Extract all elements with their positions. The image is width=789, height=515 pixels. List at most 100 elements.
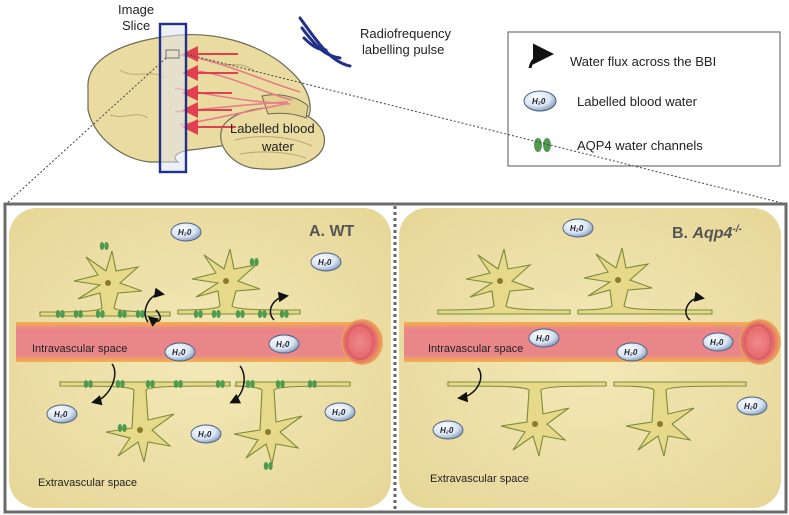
h2o-label: H₂0	[198, 430, 212, 439]
aqp4-channel	[55, 310, 65, 318]
astrocyte	[577, 247, 713, 315]
astrocyte	[437, 248, 571, 315]
h2o-molecule: H₂0	[562, 218, 594, 238]
aqp4-channel	[249, 258, 259, 266]
legend: Water flux across the BBI H₂0 Labelled b…	[507, 31, 781, 167]
astrocyte	[233, 381, 351, 465]
water-flux-arrow-icon	[528, 43, 554, 69]
image-slice	[158, 22, 188, 174]
h2o-molecule: H₂0	[268, 334, 300, 354]
aqp4-channel	[99, 242, 109, 250]
zoom-lines	[5, 53, 787, 205]
astrocyte	[59, 381, 231, 463]
panel-a-intravascular: Intravascular space	[32, 343, 127, 355]
panels-frame	[3, 202, 788, 514]
aqp4-channel	[117, 310, 127, 318]
panel-b-title-sup: -/-	[732, 224, 742, 235]
h2o-molecule: H₂0	[170, 222, 202, 242]
h2o-label: H₂0	[332, 408, 346, 417]
h2o-molecule: H₂0	[310, 252, 342, 272]
h2o-label: H₂0	[624, 348, 638, 357]
panel-b-aqp4-ko	[399, 208, 781, 508]
aqp4-channel	[135, 310, 145, 318]
aqp4-channel	[145, 380, 155, 388]
h2o-label: H₂0	[744, 402, 758, 411]
aqp4-channel	[245, 380, 255, 388]
vessel-b	[404, 322, 756, 362]
astrocyte	[613, 381, 747, 457]
h2o-molecule: H₂0	[190, 424, 222, 444]
nucleus	[265, 429, 271, 435]
h2o-label: H₂0	[570, 224, 584, 233]
nucleus	[497, 278, 503, 284]
image-slice-label-2: Slice	[122, 18, 150, 33]
h2o-molecule: H₂0	[702, 332, 734, 352]
h2o-molecule: H₂0	[46, 404, 78, 424]
aqp4-channel	[115, 380, 125, 388]
flux-arrow	[91, 363, 116, 406]
panel-a-title: A. WT	[309, 223, 355, 240]
labelled-blood-label-1: Labelled blood	[230, 121, 315, 136]
legend-aqp4: AQP4 water channels	[577, 138, 703, 153]
aqp4-channel	[173, 380, 183, 388]
aqp4-channel	[73, 310, 83, 318]
labelling-arrows	[182, 46, 238, 135]
panel-b-title-gene: Aqp4	[691, 225, 732, 242]
image-slice-label-1: Image	[118, 2, 154, 17]
aqp4-channel	[117, 424, 127, 432]
flux-arrow	[144, 287, 165, 323]
flux-arrow	[147, 309, 161, 327]
nucleus	[615, 277, 621, 283]
water-flux-arrows	[91, 287, 705, 406]
brain-sagittal	[87, 34, 326, 170]
h2o-label: H₂0	[318, 258, 332, 267]
aqp4-channel	[193, 310, 203, 318]
astrocytes	[39, 242, 747, 470]
panel-b-title-prefix: B.	[672, 225, 692, 242]
h2o-molecule: H₂0	[432, 420, 464, 440]
aqp4-channel	[257, 310, 267, 318]
h2o-icon: H₂0	[523, 90, 557, 112]
aqp4-channel	[235, 310, 245, 318]
astrocyte	[447, 381, 607, 457]
labelled-blood-label-2: water	[261, 139, 294, 154]
h2o-molecule: H₂0	[616, 342, 648, 362]
nucleus	[657, 421, 663, 427]
h2o-label: H₂0	[54, 410, 68, 419]
h2o-molecule: H₂0	[528, 328, 560, 348]
flux-arrow	[685, 291, 705, 321]
aqp4-channel	[307, 380, 317, 388]
aqp4-channel	[211, 310, 221, 318]
h2o-label: H₂0	[172, 348, 186, 357]
aqp4-channel	[215, 380, 225, 388]
aqp4-channel	[275, 380, 285, 388]
svg-text:H₂0: H₂0	[532, 97, 546, 106]
nucleus	[223, 278, 229, 284]
h2o-molecule: H₂0	[736, 396, 768, 416]
h2o-label: H₂0	[536, 334, 550, 343]
h2o-molecule: H₂0	[164, 342, 196, 362]
nucleus	[532, 421, 538, 427]
panel-a-extravascular: Extravascular space	[38, 477, 137, 489]
aqp4-channel	[95, 310, 105, 318]
flux-arrow	[457, 367, 482, 403]
legend-labelled-blood-water: Labelled blood water	[577, 94, 698, 109]
panel-b-title: B. Aqp4-/-	[672, 224, 743, 242]
flux-arrow	[229, 365, 245, 404]
legend-water-flux: Water flux across the BBI	[570, 54, 716, 69]
panel-b-intravascular: Intravascular space	[428, 343, 523, 355]
aqp4-channel	[263, 462, 273, 470]
h2o-label: H₂0	[276, 340, 290, 349]
panel-a-wt	[9, 208, 391, 508]
aqp4-channel	[83, 380, 93, 388]
panel-b-extravascular: Extravascular space	[430, 473, 529, 485]
h2o-label: H₂0	[710, 338, 724, 347]
nucleus	[137, 427, 143, 433]
h2o-label: H₂0	[178, 228, 192, 237]
nucleus	[105, 280, 111, 286]
rf-label-1: Radiofrequency	[360, 26, 452, 41]
astrocyte	[177, 248, 301, 315]
